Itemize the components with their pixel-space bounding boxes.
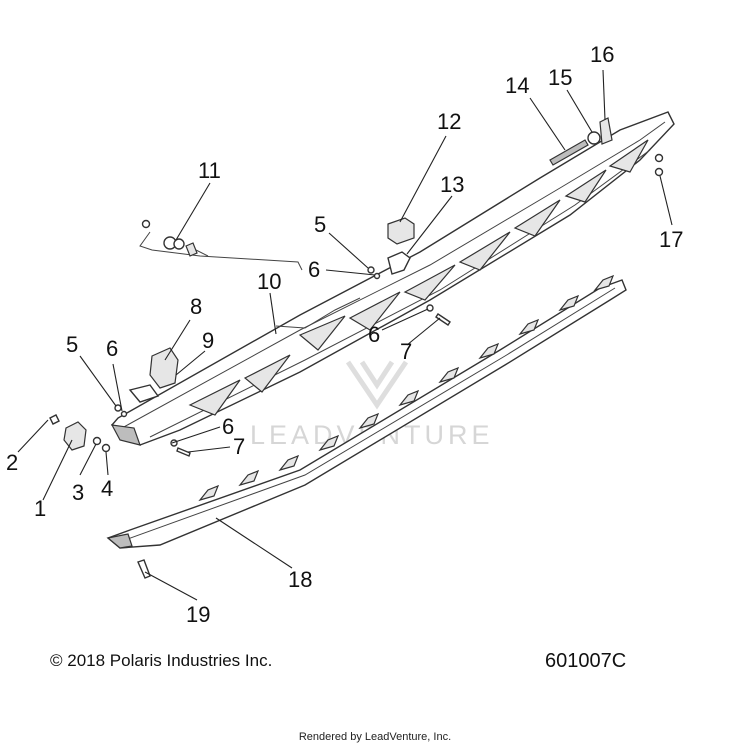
stud-14 xyxy=(549,139,589,166)
callout-18: 18 xyxy=(288,567,312,592)
render-credit: Rendered by LeadVenture, Inc. xyxy=(298,731,452,743)
washer-6-mid xyxy=(373,272,381,280)
washer-6-lower xyxy=(170,439,178,447)
bolt-5-mid xyxy=(367,266,375,274)
callout-6-upper: 6 xyxy=(368,322,380,347)
bracket-16 xyxy=(599,117,613,145)
bolt-17b xyxy=(654,167,664,177)
callout-1: 1 xyxy=(34,496,46,521)
clip-9 xyxy=(128,384,160,403)
screw-2 xyxy=(49,414,60,425)
callout-2: 2 xyxy=(6,450,18,475)
spacer-13 xyxy=(387,251,411,275)
callout-17: 17 xyxy=(659,227,683,252)
bolt-17a xyxy=(654,153,664,163)
callout-14: 14 xyxy=(505,73,529,98)
callout-9: 9 xyxy=(202,328,214,353)
callout-6-lower: 6 xyxy=(222,414,234,439)
rail-assembly xyxy=(110,111,675,446)
nut-15 xyxy=(587,131,601,145)
callout-labels: 1 2 3 4 5 5 6 6 6 6 7 7 8 9 10 11 12 13 … xyxy=(6,42,683,627)
wear-bar xyxy=(106,274,627,549)
callout-13: 13 xyxy=(440,172,464,197)
callout-10: 10 xyxy=(257,269,281,294)
washer-6-front xyxy=(120,410,128,418)
callout-6-mid: 6 xyxy=(308,257,320,282)
callout-16: 16 xyxy=(590,42,614,67)
callout-12: 12 xyxy=(437,109,461,134)
rubber-block-8 xyxy=(149,347,179,389)
leader-lines xyxy=(17,69,673,601)
bolt-7-lower xyxy=(176,447,191,457)
block-12 xyxy=(387,217,415,245)
callout-7-lower: 7 xyxy=(233,434,245,459)
wear-bar-teeth xyxy=(198,274,615,502)
callout-5-mid: 5 xyxy=(314,212,326,237)
callout-19: 19 xyxy=(186,602,210,627)
washer-6-upper xyxy=(426,304,434,312)
callout-4: 4 xyxy=(101,476,113,501)
watermark-logo-icon xyxy=(345,360,409,410)
callout-7-upper: 7 xyxy=(400,339,412,364)
callout-15: 15 xyxy=(548,65,572,90)
copyright-notice: © 2018 Polaris Industries Inc. xyxy=(50,651,273,670)
callout-11: 11 xyxy=(198,158,221,183)
pin-19 xyxy=(137,559,151,579)
nut-4 xyxy=(101,443,111,453)
bolt-7-upper xyxy=(435,313,451,326)
callout-6-front: 6 xyxy=(106,336,118,361)
callout-3: 3 xyxy=(72,480,84,505)
diagram-part-number: 601007C xyxy=(545,650,627,672)
callout-5-front: 5 xyxy=(66,332,78,357)
front-cap-1 xyxy=(63,421,87,451)
rod-spring xyxy=(139,219,303,271)
washer-3 xyxy=(92,436,102,446)
callout-8: 8 xyxy=(190,294,202,319)
